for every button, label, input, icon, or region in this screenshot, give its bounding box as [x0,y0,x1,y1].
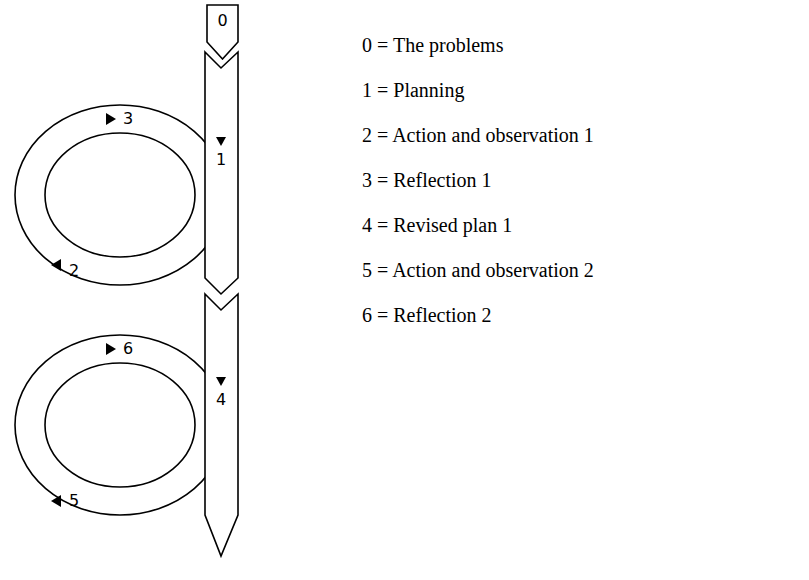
step-number: 3 [123,110,133,128]
pentagon-shape [207,5,238,59]
loop-inner [45,363,195,487]
loop-outer [15,335,225,515]
key-line: 6 = Reflection 2 [362,303,492,327]
start-box: 0 [206,4,239,60]
direction-triangle [51,259,61,271]
step-number: 0 [206,4,239,30]
key-line: 5 = Action and observation 2 [362,258,594,282]
loop-inner [45,133,195,257]
key-line: 4 = Revised plan 1 [362,213,512,237]
key-line: 1 = Planning [362,78,464,102]
direction-triangle [216,137,226,146]
arrow-band [205,52,238,294]
step-number: 4 [216,391,226,409]
arrow-band [205,294,238,556]
step-number: 1 [216,151,226,169]
key-line: 3 = Reflection 1 [362,168,492,192]
key-line: 2 = Action and observation 1 [362,123,594,147]
direction-triangle [51,495,61,507]
direction-triangle [106,343,116,355]
key-line: 0 = The problems [362,33,503,57]
direction-triangle [106,113,116,125]
step-number: 5 [69,492,79,510]
step-number: 2 [69,262,79,280]
direction-triangle [216,377,226,386]
step-number: 6 [123,340,133,358]
loop-outer [15,105,225,285]
